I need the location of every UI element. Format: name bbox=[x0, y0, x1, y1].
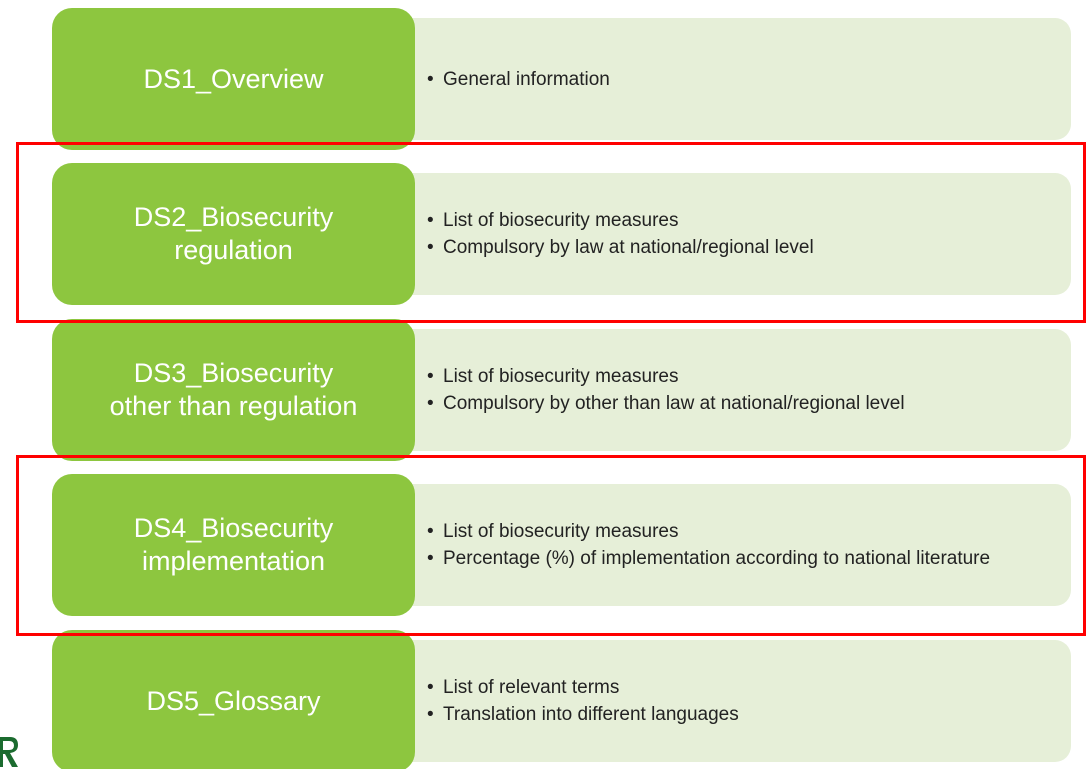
bullet-item: Translation into different languages bbox=[427, 702, 1053, 727]
bullet-item: Compulsory by law at national/regional l… bbox=[427, 235, 1053, 260]
bullet-list-ds1: General information bbox=[427, 65, 1053, 94]
label-box-ds2: DS2_Biosecurity regulation bbox=[52, 163, 415, 305]
bullet-item: Compulsory by other than law at national… bbox=[427, 391, 1053, 416]
logo-fragment bbox=[0, 733, 20, 769]
description-box-ds5: List of relevant terms Translation into … bbox=[395, 640, 1071, 762]
label-box-ds4: DS4_Biosecurity implementation bbox=[52, 474, 415, 616]
bullet-list-ds2: List of biosecurity measures Compulsory … bbox=[427, 206, 1053, 262]
label-box-ds5: DS5_Glossary bbox=[52, 630, 415, 769]
bullet-list-ds3: List of biosecurity measures Compulsory … bbox=[427, 362, 1053, 418]
bullet-item: List of biosecurity measures bbox=[427, 364, 1053, 389]
bullet-item: List of relevant terms bbox=[427, 675, 1053, 700]
bullet-list-ds5: List of relevant terms Translation into … bbox=[427, 673, 1053, 729]
bullet-list-ds4: List of biosecurity measures Percentage … bbox=[427, 517, 1053, 573]
bullet-item: List of biosecurity measures bbox=[427, 519, 1053, 544]
label-box-ds1: DS1_Overview bbox=[52, 8, 415, 150]
description-box-ds1: General information bbox=[395, 18, 1071, 140]
bullet-item: General information bbox=[427, 67, 1053, 92]
bullet-item: Percentage (%) of implementation accordi… bbox=[427, 546, 1053, 571]
label-box-ds3: DS3_Biosecurity other than regulation bbox=[52, 319, 415, 461]
logo-fragment-icon bbox=[0, 737, 18, 767]
description-box-ds4: List of biosecurity measures Percentage … bbox=[395, 484, 1071, 606]
description-box-ds3: List of biosecurity measures Compulsory … bbox=[395, 329, 1071, 451]
bullet-item: List of biosecurity measures bbox=[427, 208, 1053, 233]
description-box-ds2: List of biosecurity measures Compulsory … bbox=[395, 173, 1071, 295]
